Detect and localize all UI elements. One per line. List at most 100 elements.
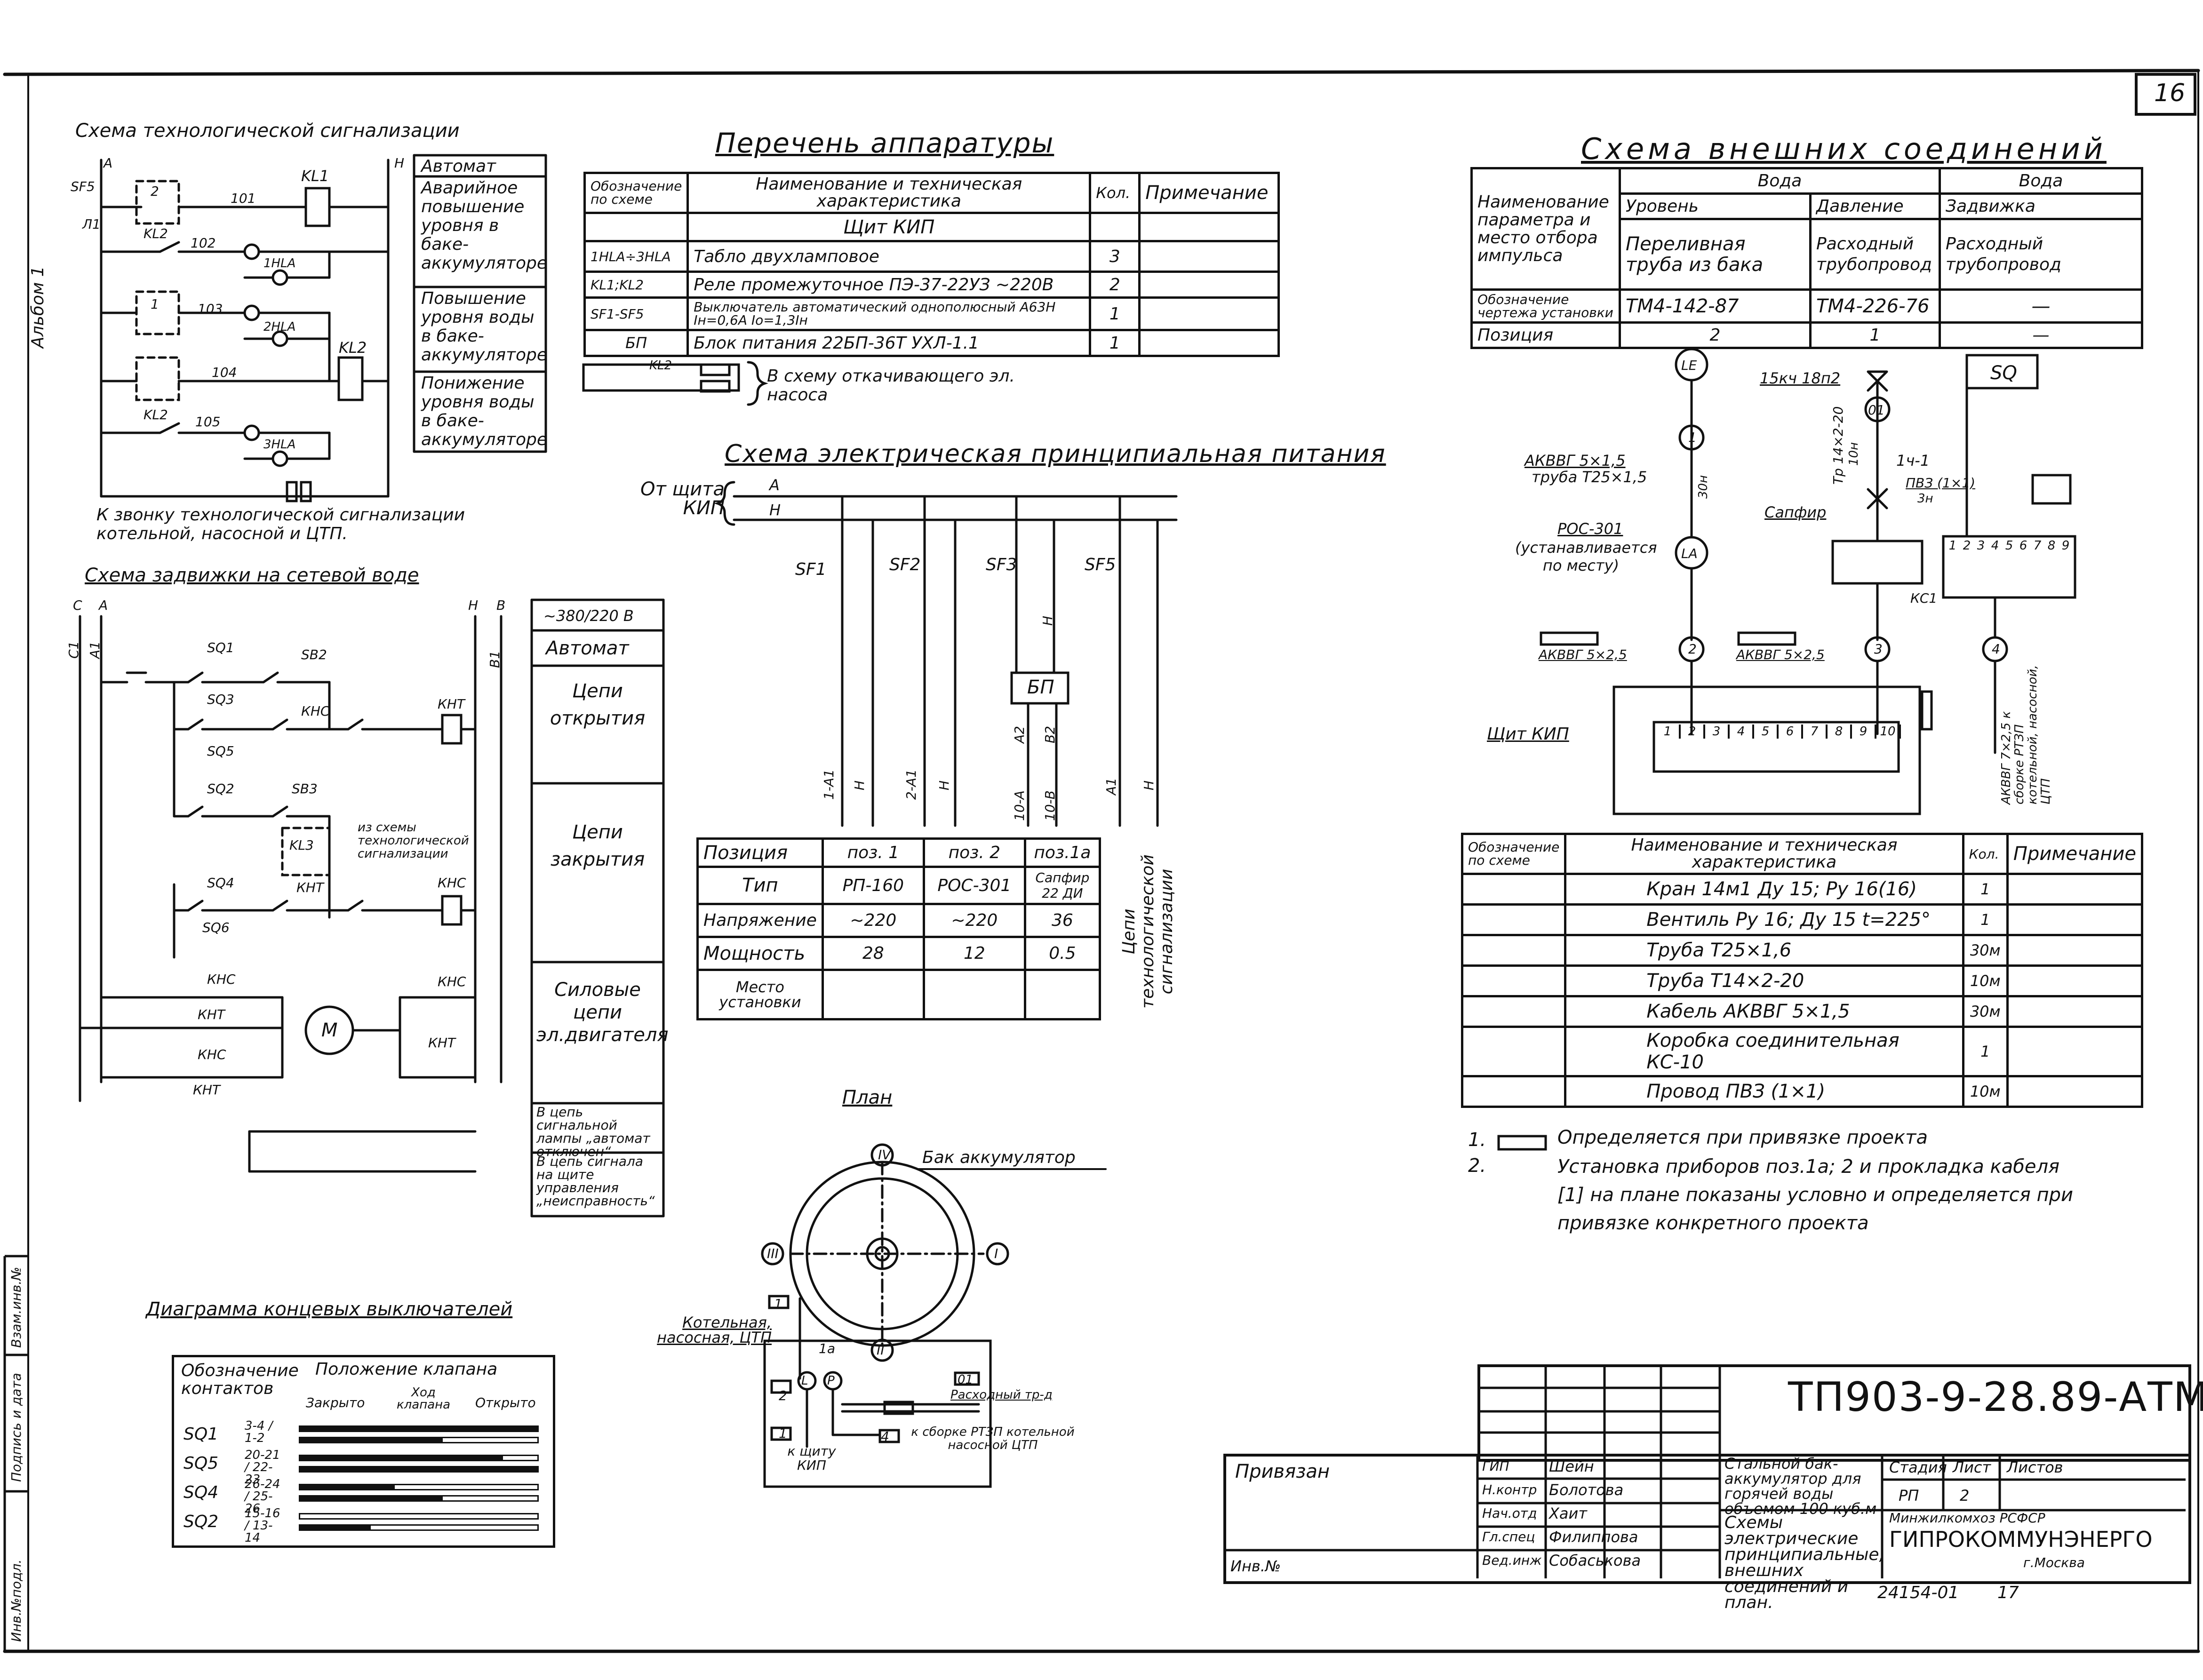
kc-terminal: 8 xyxy=(2047,539,2056,553)
spec-row-code xyxy=(1461,995,1567,1028)
wire-105: 105 xyxy=(195,414,221,430)
pt-r3-1: 28 xyxy=(821,936,925,971)
valve-from-sig: из схемы технологической сигнализации xyxy=(358,820,469,861)
valve-a: А xyxy=(99,597,108,613)
pt-r2-1: ~220 xyxy=(821,903,925,938)
l1-label: Л1 xyxy=(82,216,101,232)
axis-ii: II xyxy=(877,1342,885,1358)
ext-drawing-2: ТМ4-226-76 xyxy=(1809,288,1941,324)
margin-vzam: Взам.инв.№ xyxy=(8,1266,24,1348)
sf5-label: SF5 xyxy=(71,179,95,194)
valve-title: Схема задвижки на сетевой воде xyxy=(85,565,419,586)
apparatus-h-name: Наименование и техническая характеристик… xyxy=(686,172,1092,214)
limit-row-contacts: 15-16 / 13-14 xyxy=(245,1506,280,1545)
limit-bar-fill xyxy=(299,1484,395,1490)
ext-sq: SQ xyxy=(1990,362,2017,384)
ext-c2: 2 xyxy=(1688,641,1697,657)
ext-c4: 4 xyxy=(1992,641,2000,657)
ext-cab3: АКВВГ 5×2,5 xyxy=(1736,647,1825,662)
ext-place-2: Расходный трубопровод xyxy=(1809,218,1941,291)
ext-col0: Наименование параметра и место отбора им… xyxy=(1470,167,1621,291)
margin-sign-date: Подпись и дата xyxy=(8,1373,24,1482)
apparatus-r4-qty: 1 xyxy=(1089,329,1141,357)
spec-row-note xyxy=(2006,903,2144,936)
pt-h2: поз. 2 xyxy=(922,837,1026,868)
power-knt3: КНТ xyxy=(428,1035,456,1051)
plan-mark-01: 01 xyxy=(958,1373,974,1387)
axis-i: I xyxy=(994,1246,998,1261)
wire-101: 101 xyxy=(231,191,256,206)
panel-terminal: 9 xyxy=(1852,725,1876,739)
valve-sq2: SQ2 xyxy=(207,781,234,796)
spec-row-qty: 1 xyxy=(1962,903,2009,936)
ext-l3: 3н xyxy=(1917,492,1933,506)
spec-row-note xyxy=(2006,1075,2144,1108)
power-knt2: КНТ xyxy=(193,1082,221,1098)
note-1-num: 1. xyxy=(1468,1129,1486,1151)
pt-r3-3: 0.5 xyxy=(1023,936,1102,971)
doc-code: ТП903-9-28.89-АТМ xyxy=(1788,1374,2203,1421)
limit-bar-fill xyxy=(299,1425,539,1432)
valve-knc-contact: КНС xyxy=(301,703,330,719)
limit-bar-fill xyxy=(299,1455,503,1461)
spec-row-code xyxy=(1461,964,1567,997)
limit-bar-fill xyxy=(299,1466,539,1473)
ext-sub-valve: Задвижка xyxy=(1939,192,2143,220)
stamp-org: ГИПРОКОММУНЭНЕРГО xyxy=(1889,1527,2153,1552)
panel-terminal: 5 xyxy=(1754,725,1779,739)
ext-valve: 15кч 18п2 xyxy=(1760,369,1841,387)
panel-terminal: 2 xyxy=(1681,725,1705,739)
valve-sq5: SQ5 xyxy=(207,743,234,759)
spec-row-name: Кабель АКВВГ 5×1,5 xyxy=(1564,995,1964,1028)
stamp-name: Болотова xyxy=(1549,1481,1624,1499)
stamp-page: 17 xyxy=(1997,1583,2019,1602)
pump-note: В схему откачивающего эл. насоса xyxy=(767,366,1015,405)
plan-mark-cable: 1 xyxy=(774,1296,782,1312)
phase-a-label: А xyxy=(104,155,113,171)
pt-r3-2: 12 xyxy=(922,936,1026,971)
apparatus-r1-note xyxy=(1138,240,1280,273)
motor-m: M xyxy=(321,1019,338,1041)
apparatus-r2-code: KL1;KL2 xyxy=(583,271,689,299)
limit-bar-fill xyxy=(299,1495,443,1502)
stamp-role: Н.контр xyxy=(1482,1482,1537,1497)
wire-104: 104 xyxy=(212,365,237,380)
spec-row-qty: 30м xyxy=(1962,934,2009,967)
stamp-order: 24154-01 xyxy=(1877,1583,1959,1602)
limit-h1: Положение клапана xyxy=(315,1360,498,1379)
ext-position-3: — xyxy=(1939,321,2143,349)
limit-h3: Ход клапана xyxy=(396,1385,451,1412)
apparatus-r2-note xyxy=(1138,271,1280,299)
valve-c: С xyxy=(73,597,82,613)
ext-sub-pressure: Давление xyxy=(1809,192,1941,220)
stamp-name: Филиппова xyxy=(1549,1528,1638,1546)
axis-iii: III xyxy=(767,1246,779,1261)
kc-terminal: 2 xyxy=(1963,539,1971,553)
kc-terminal: 3 xyxy=(1977,539,1985,553)
valve-knt-coil: КНТ xyxy=(438,696,465,712)
spec-row-qty: 10м xyxy=(1962,964,2009,997)
valve-sq4: SQ4 xyxy=(207,875,234,891)
valve-sq3: SQ3 xyxy=(207,692,234,707)
spec-row-name: Вентиль Ру 16; Ду 15 t=225° xyxy=(1564,903,1964,936)
plan-tank: Бак аккумулятор xyxy=(922,1148,1076,1167)
ext-group-2: Вода xyxy=(1939,167,2143,195)
panel-terminal: 1 xyxy=(1656,725,1681,739)
limit-bar-fill xyxy=(299,1437,443,1443)
valve-knc-coil: КНС xyxy=(438,875,466,891)
stamp-name: Собаськова xyxy=(1549,1552,1641,1569)
ext-place-3: Расходный трубопровод xyxy=(1939,218,2143,291)
limit-h0: Обозначение контактов xyxy=(181,1361,299,1398)
power-knc3: КНС xyxy=(438,974,466,989)
plan-pipe: Расходный тр-д xyxy=(950,1388,1053,1402)
valve-side-voltage: ~380/220 В xyxy=(543,607,634,625)
pt-h3: поз.1а xyxy=(1023,837,1102,868)
sig-side-automat: Автомат xyxy=(421,157,496,176)
spec-row-note xyxy=(2006,964,2144,997)
valve-side-lamp: В цепь сигнальной лампы „автомат отключе… xyxy=(536,1104,650,1159)
